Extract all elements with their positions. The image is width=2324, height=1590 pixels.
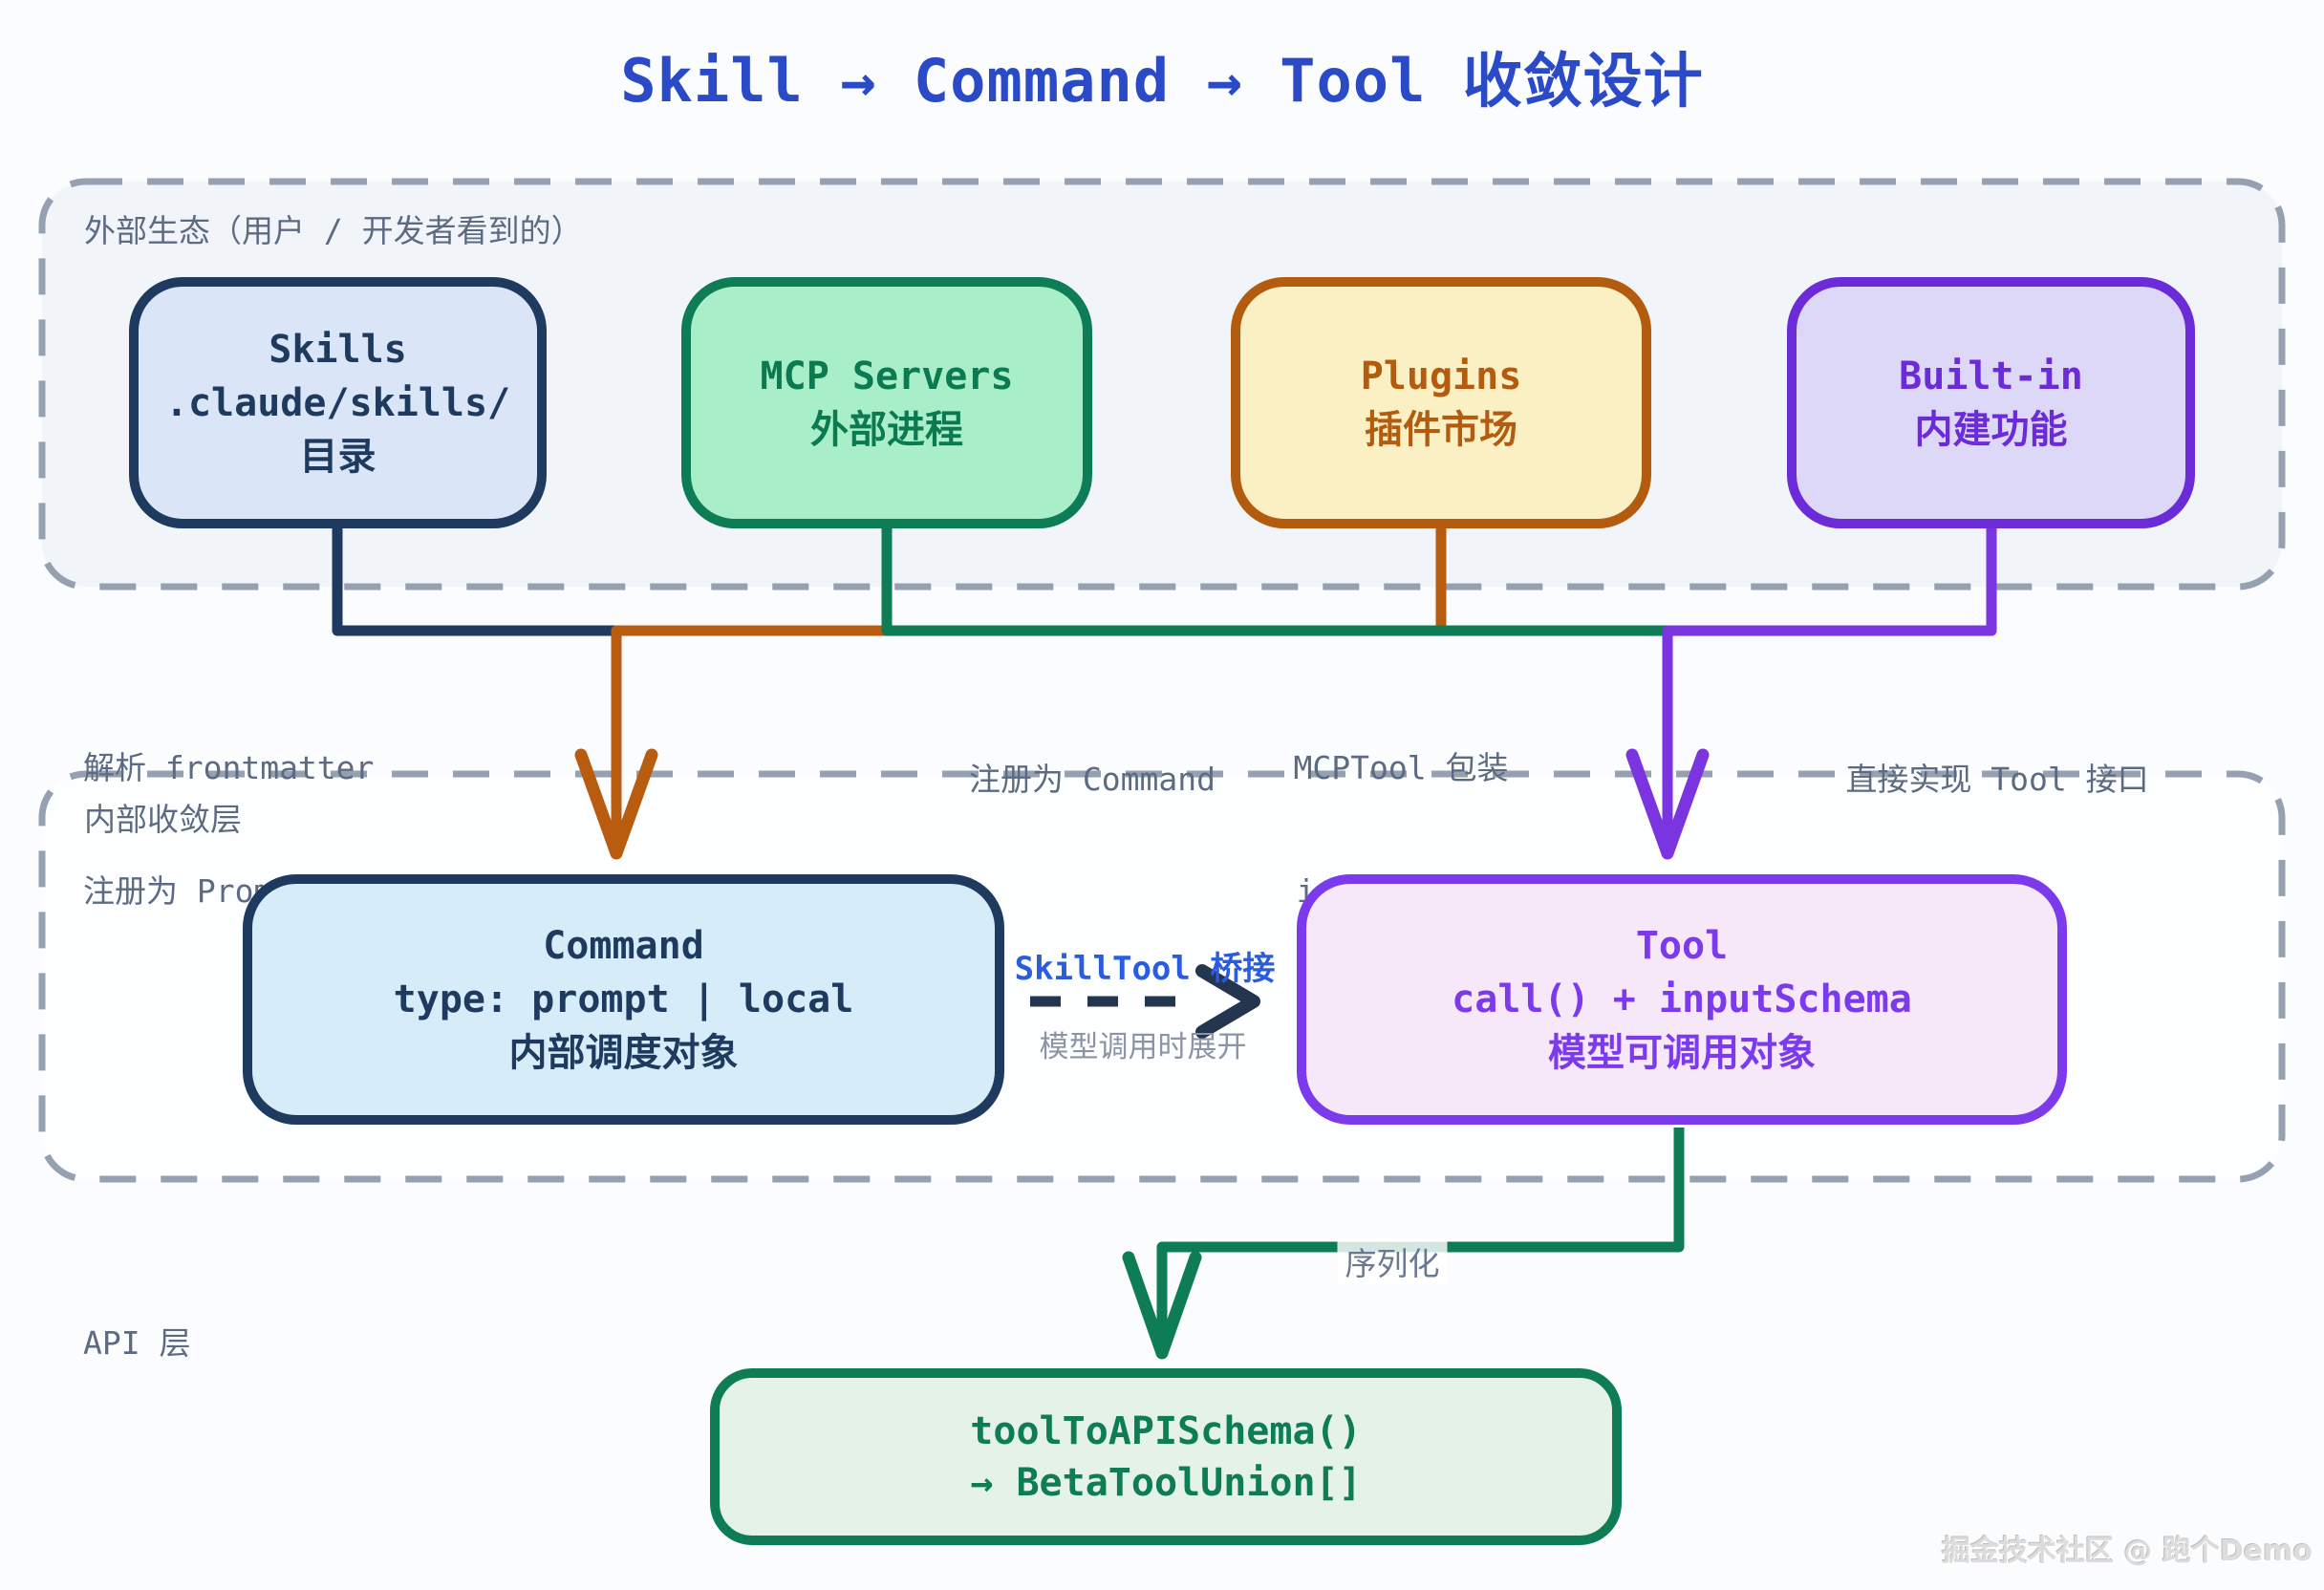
- node-plugins-line: Plugins: [1360, 354, 1522, 398]
- edge-label-tool-interface: 直接实现 Tool 接口: [1845, 677, 2148, 882]
- node-tool-line: 模型可调用对象: [1548, 1031, 1816, 1075]
- node-plugins-line: 插件市场: [1365, 407, 1517, 452]
- node-command-line: Command: [543, 924, 704, 968]
- node-plugins: Plugins 插件市场: [1231, 277, 1651, 528]
- external-layer-label: 外部生态（用户 / 开发者看到的）: [84, 212, 583, 249]
- node-command-line: 内部调度对象: [508, 1031, 739, 1075]
- node-skills-line: 目录: [299, 434, 377, 479]
- node-tool-line: Tool: [1635, 924, 1729, 968]
- bridge-subtitle: 模型调用时展开: [1039, 1030, 1247, 1064]
- node-skills: Skills .claude/skills/ 目录: [129, 277, 547, 528]
- watermark: 掘金技术社区 @ 跑个Demo: [1941, 1535, 2313, 1568]
- node-built-in: Built-in 内建功能: [1787, 277, 2195, 528]
- node-mcp-line: MCP Servers: [760, 354, 1014, 398]
- edge-skills-line: [332, 525, 616, 636]
- node-api-line: → BetaToolUnion[]: [970, 1460, 1362, 1505]
- bridge-arrowhead-icon: [1195, 964, 1260, 1039]
- node-tool-to-api-schema: toolToAPISchema() → BetaToolUnion[]: [710, 1368, 1622, 1545]
- node-command-line: type: prompt | local: [393, 978, 854, 1021]
- internal-layer-label: 内部收敛层: [84, 801, 242, 838]
- arrowhead-serialize-icon: [1122, 1251, 1202, 1360]
- page-title: Skill → Command → Tool 收敛设计: [620, 46, 1704, 116]
- node-built-in-line: Built-in: [1899, 354, 2083, 398]
- node-built-in-line: 内建功能: [1914, 407, 2068, 452]
- edge-label-line: 解析 frontmatter: [83, 749, 375, 786]
- node-mcp-servers: MCP Servers 外部进程: [681, 277, 1092, 528]
- edge-mcp-line: [881, 525, 1668, 636]
- arrowhead-to-tool-icon: [1625, 748, 1710, 860]
- arrowhead-to-command-icon: [574, 748, 658, 860]
- api-layer-label: API 层: [83, 1324, 191, 1362]
- edge-label-line: 直接实现 Tool 接口: [1845, 761, 2149, 798]
- node-api-line: toolToAPISchema(): [970, 1408, 1362, 1453]
- node-tool: Tool call() + inputSchema 模型可调用对象: [1297, 874, 2067, 1125]
- node-command: Command type: prompt | local 内部调度对象: [243, 874, 1004, 1125]
- bridge-title: SkillTool 桥接: [1014, 950, 1276, 988]
- external-layer-container: [38, 178, 2286, 591]
- serialize-label: 序列化: [1337, 1238, 1448, 1284]
- edge-to-command-line: [611, 625, 887, 847]
- edge-label-line: MCPTool 包装: [1293, 749, 1509, 786]
- node-tool-line: call() + inputSchema: [1452, 978, 1912, 1021]
- edge-label-register-command: 注册为 Command: [969, 677, 1216, 882]
- edge-to-tool-line: [1662, 525, 1997, 847]
- node-skills-line: Skills: [269, 327, 407, 372]
- node-skills-line: .claude/skills/: [164, 380, 511, 425]
- node-mcp-line: 外部进程: [810, 407, 963, 452]
- edge-label-line: 注册为 Command: [969, 761, 1216, 798]
